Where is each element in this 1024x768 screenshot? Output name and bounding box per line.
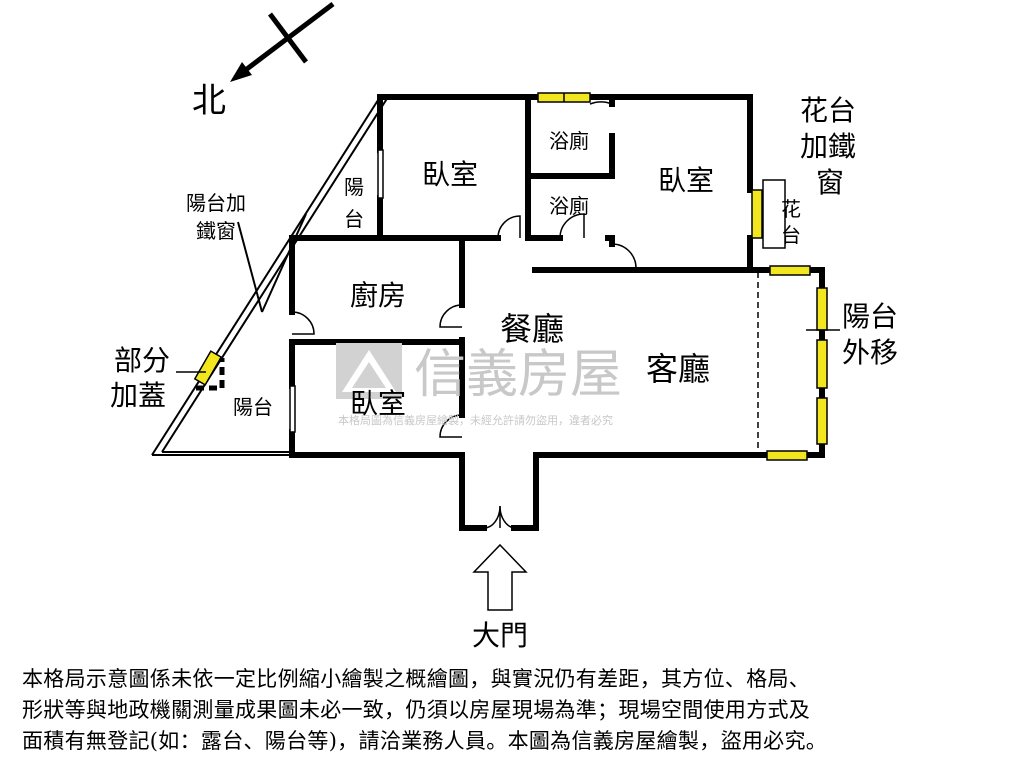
label-flower-bed-iron-2: 加鐵 [800,130,856,163]
label-balcony-left-top-1: 陽 [344,175,364,199]
label-balcony-moved-1: 陽台 [842,300,898,333]
door-main-left [483,505,501,529]
flower-bed-box [762,179,786,249]
watermark-brand: 信義房屋 [414,345,622,405]
label-balcony-left-top-2: 台 [344,207,364,231]
room-bedroom-bottom: 臥室 [350,387,406,420]
label-flower-bed-iron-3: 窗 [816,166,844,199]
doors [291,101,637,529]
label-flower-bed-iron-1: 花台 [800,94,856,127]
room-kitchen: 廚房 [350,279,406,312]
compass-cross-bar [268,12,308,64]
label-partial-cover-1: 部分 [114,344,170,377]
door-main-right [499,505,515,529]
entrance-label: 大門 [472,619,528,652]
room-bedroom-top-left: 臥室 [422,158,478,191]
windows [193,92,828,461]
window-balcony-left-top [377,149,384,199]
door-bathroom-2 [559,213,585,239]
label-balcony-moved-2: 外移 [842,336,898,369]
room-dining: 餐廳 [500,310,564,348]
window-balcony-3 [816,397,828,445]
door-bedroom-top-left [497,215,521,239]
room-bathroom-2: 浴廁 [549,194,589,218]
watermark: 信義房屋 本格局圖為信義房屋繪製，未經允許請勿盜用，違者必究 [336,343,622,427]
room-bedroom-top-right: 臥室 [658,164,714,197]
door-kitchen [439,304,463,328]
window-partial-cover [193,350,223,386]
label-balcony-iron-window-2: 鐵窗 [196,219,236,243]
compass: 北 [192,2,335,121]
disclaimer-line-2: 形狀等與地政機關測量成果圖未必一致，仍須以房屋現場為準；現場空間使用方式及 [22,698,811,722]
disclaimer: 本格局示意圖係未依一定比例縮小繪製之概繪圖，與實況仍有差距，其方位、格局、 形狀… [22,664,1012,757]
compass-arrow-head [230,62,252,82]
window-bedroom-right [751,189,763,239]
room-living: 客廳 [646,350,710,388]
window-balcony-2 [816,339,828,389]
door-kitchen-balcony [291,311,315,335]
entrance-arrow-icon [472,543,528,611]
disclaimer-line-1: 本格局示意圖係未依一定比例縮小繪製之概繪圖，與實況仍有差距，其方位、格局、 [22,667,811,691]
door-bathroom-1 [589,101,613,105]
label-flower-bed-2: 台 [781,223,801,247]
label-flower-bed-1: 花 [781,197,801,221]
window-balcony-1 [816,287,828,331]
door-bedroom-bottom [439,414,463,438]
window-balcony-left-bottom [289,385,296,433]
north-label: 北 [192,81,226,121]
window-balcony-bottom [766,450,808,461]
watermark-notice: 本格局圖為信義房屋繪製，未經允許請勿盜用，違者必究 [338,413,613,427]
door-bedroom-top-right [611,243,637,269]
compass-arrow-shaft [233,2,335,80]
window-balcony-top [769,265,811,276]
partial-cover-marker [196,358,225,391]
diagonal-balcony-outline [151,96,389,456]
label-balcony-left-bottom: 陽台 [233,395,273,419]
label-partial-cover-2: 加蓋 [110,379,166,412]
room-bathroom-1: 浴廁 [549,129,589,153]
disclaimer-line-3: 面積有無登記(如：露台、陽台等)，請洽業務人員。本圖為信義房屋繪製，盜用必究。 [22,729,828,753]
label-balcony-iron-window-1: 陽台加 [186,191,246,215]
